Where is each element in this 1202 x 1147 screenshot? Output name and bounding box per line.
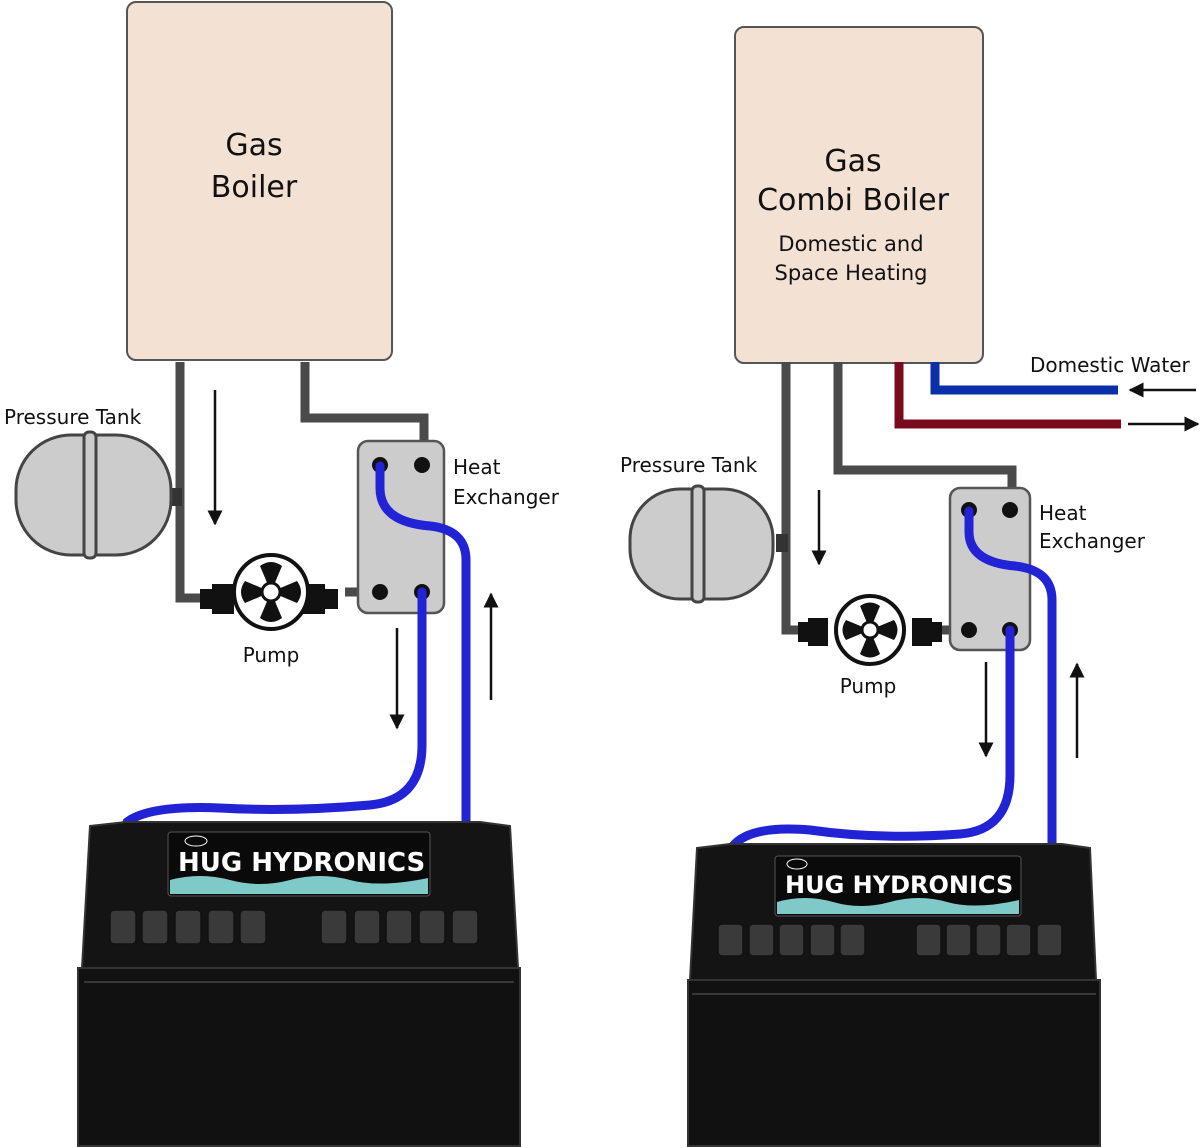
combi-pressure-tank <box>628 484 775 604</box>
gas-boiler <box>126 1 393 361</box>
control-buttons <box>109 909 479 945</box>
domestic-water-arrows <box>1128 382 1200 432</box>
combi-boiler-title-line1: Gas <box>824 144 881 179</box>
boiler-title-line2: Boiler <box>211 170 298 205</box>
pump <box>200 553 338 631</box>
pump-label: Pump <box>243 643 300 667</box>
tank-connector <box>170 488 182 506</box>
heating-loop-pipes <box>122 461 471 831</box>
gas-combi-boiler <box>734 26 984 364</box>
combi-heat-exchanger-label-line2: Exchanger <box>1039 529 1146 553</box>
combi-boiler-subtitle-line2: Space Heating <box>775 261 928 285</box>
heat-exchanger-label-line2: Exchanger <box>453 485 560 509</box>
combi-boiler-title-line2: Combi Boiler <box>757 183 950 218</box>
heat-exchanger-label-line1: Heat <box>453 455 501 479</box>
right-diagram: Gas Combi Boiler Domestic and Space Heat… <box>620 26 1200 1147</box>
domestic-water-pipes <box>894 362 1121 429</box>
hug-hydronics-unit: HUG HYDRONICS <box>77 821 521 1147</box>
combi-heating-loop-pipes <box>728 506 1057 855</box>
pump-impeller-icon <box>241 562 301 622</box>
combi-pump <box>798 594 942 666</box>
combi-hug-hydronics-unit: HUG HYDRONICS <box>687 843 1101 1147</box>
pressure-tank-label: Pressure Tank <box>4 405 142 429</box>
domestic-water-label: Domestic Water <box>1030 353 1190 377</box>
combi-tank-connector <box>776 534 788 552</box>
combi-boiler-subtitle-line1: Domestic and <box>778 232 923 256</box>
combi-brand-label: HUG HYDRONICS <box>785 871 1013 899</box>
left-diagram: Gas Boiler Pressure Tank <box>4 1 560 1147</box>
combi-flow-arrows <box>811 490 1085 758</box>
boiler-title-line1: Gas <box>225 128 282 163</box>
combi-control-buttons <box>717 923 1063 957</box>
combi-pressure-tank-label: Pressure Tank <box>620 453 758 477</box>
combi-pump-impeller-icon <box>842 602 898 658</box>
combi-heat-exchanger-label-line1: Heat <box>1039 501 1087 525</box>
combi-pump-label: Pump <box>840 674 897 698</box>
brand-label: HUG HYDRONICS <box>178 848 425 878</box>
pressure-tank <box>14 430 173 560</box>
flow-arrows <box>207 390 499 730</box>
